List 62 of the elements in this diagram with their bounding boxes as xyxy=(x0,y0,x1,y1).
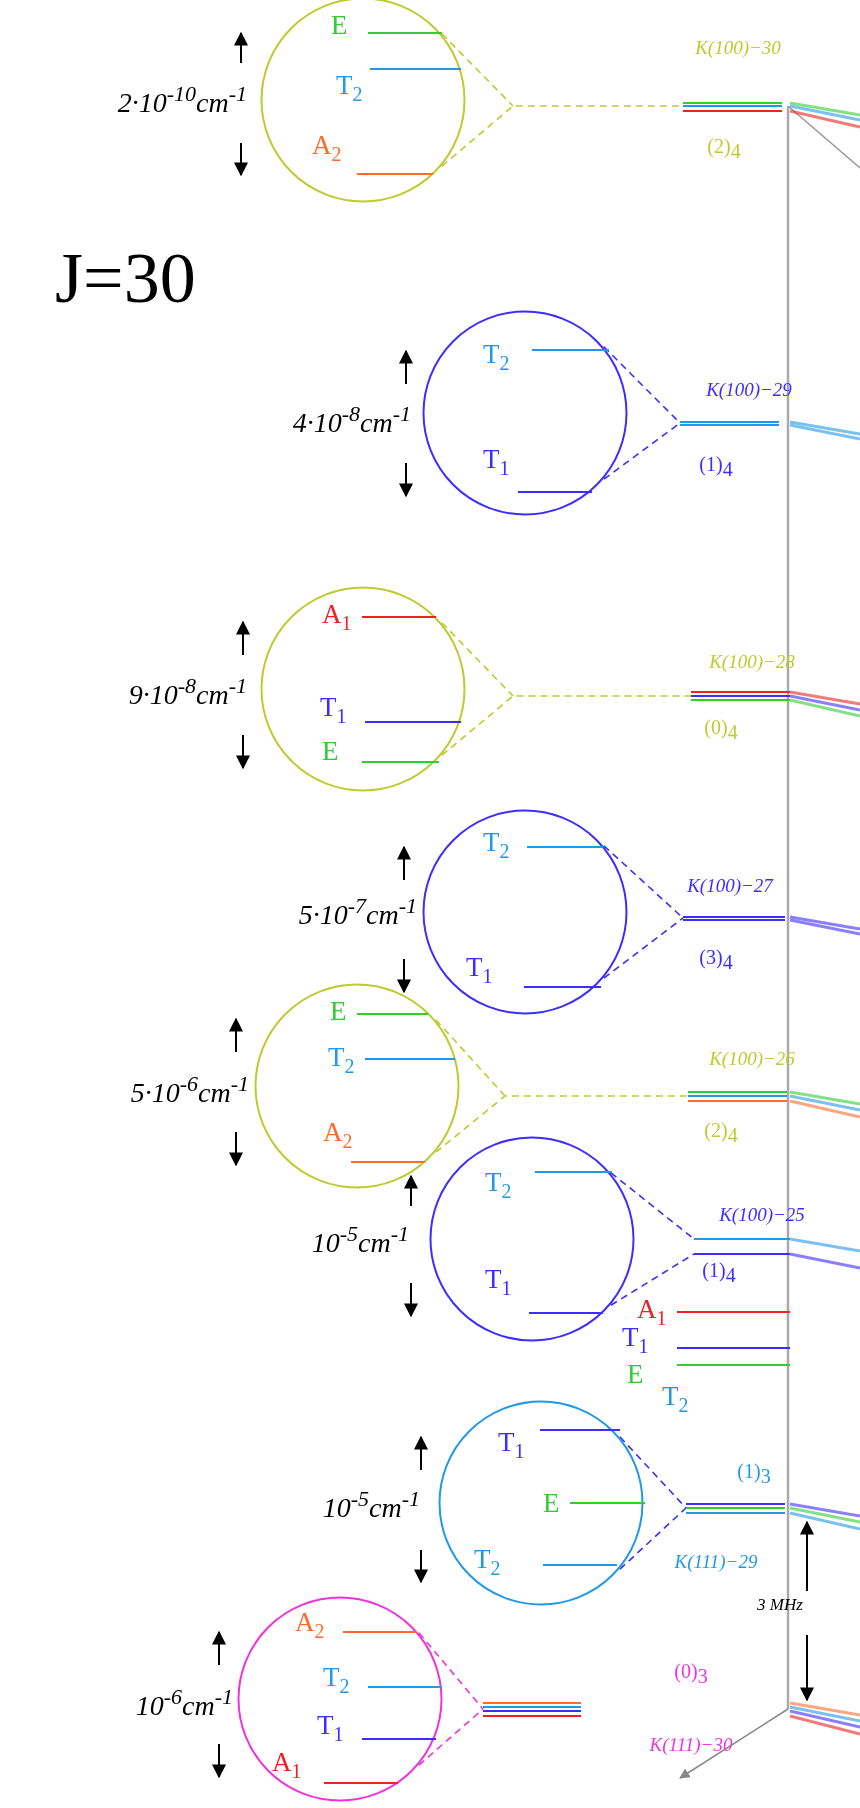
level-label: K(100)−26 xyxy=(709,1048,795,1068)
zoom-circle xyxy=(438,1400,644,1606)
dashed-connector xyxy=(603,845,684,979)
splitting-value: 3 MHz xyxy=(757,1595,803,1613)
symmetry-label: E xyxy=(322,737,339,765)
level-label: K(111)−30 xyxy=(649,1734,733,1754)
level-label: K(100)−30 xyxy=(695,37,781,57)
symmetry-label: A$_{2}$ xyxy=(295,1609,325,1641)
level-label: K(100)−29 xyxy=(706,379,792,399)
dashed-connector xyxy=(418,1632,484,1766)
symmetry-label: T$_{2}$ xyxy=(323,1664,350,1696)
symmetry-label: T$_{2}$ xyxy=(662,1383,689,1415)
symmetry-label: T$_{2}$ xyxy=(483,341,510,373)
level-label: K(100)−28 xyxy=(709,651,795,671)
symmetry-label: T$_{1}$ xyxy=(483,446,510,478)
level-stack xyxy=(688,1089,787,1104)
symmetry-label: T$_{2}$ xyxy=(485,1169,512,1201)
zoom-circle xyxy=(254,983,460,1189)
symmetry-label: T$_{2}$ xyxy=(483,829,510,861)
symmetry-label: T$_{1}$ xyxy=(317,1712,344,1744)
symmetry-label: T$_{2}$ xyxy=(474,1546,501,1578)
zoom-circle xyxy=(422,809,628,1015)
level-stack xyxy=(686,1501,785,1516)
symmetry-label: A$_{2}$ xyxy=(312,132,342,164)
level-stack xyxy=(483,1700,581,1719)
level-stack xyxy=(694,1236,790,1257)
zoom-circle xyxy=(260,586,466,792)
symmetry-label: T$_{1}$ xyxy=(485,1266,512,1298)
level-stack xyxy=(680,419,779,428)
symmetry-label: T$_{1}$ xyxy=(320,694,347,726)
splitting-value: 10$^{-5}$cm$^{-1}$ xyxy=(322,1488,420,1522)
splitting-value: 2·10$^{-10}$cm$^{-1}$ xyxy=(117,83,247,117)
symmetry-label: T$_{1}$ xyxy=(466,954,493,986)
splitting-value: 10$^{-6}$cm$^{-1}$ xyxy=(135,1686,233,1720)
level-stack xyxy=(683,100,782,114)
level-stack xyxy=(683,914,785,923)
dashed-connector xyxy=(610,1172,695,1306)
symmetry-label: T$_{1}$ xyxy=(498,1429,525,1461)
symmetry-label: E xyxy=(627,1360,644,1388)
symmetry-label: E xyxy=(331,11,348,39)
symmetry-label: E xyxy=(330,997,347,1025)
symmetry-label: E xyxy=(543,1489,560,1517)
zoom-circle xyxy=(237,1596,443,1802)
level-label: K(100)−27 xyxy=(687,875,773,895)
splitting-value: 9·10$^{-8}$cm$^{-1}$ xyxy=(128,675,247,709)
level-stack xyxy=(691,689,790,703)
splitting-value: 5·10$^{-6}$cm$^{-1}$ xyxy=(130,1073,249,1107)
quantum-number-label: J=30 xyxy=(55,242,196,314)
dashed-connector xyxy=(619,1436,687,1570)
level-label: K(100)−25 xyxy=(719,1204,805,1224)
symmetry-label: T$_{2}$ xyxy=(336,72,363,104)
symmetry-label: T$_{2}$ xyxy=(328,1044,355,1076)
splitting-value: 4·10$^{-8}$cm$^{-1}$ xyxy=(292,403,411,437)
symmetry-label: A$_{1}$ xyxy=(272,1749,302,1781)
zoom-circle xyxy=(422,310,628,516)
dashed-connector xyxy=(441,622,692,756)
splitting-value: 5·10$^{-7}$cm$^{-1}$ xyxy=(298,895,417,929)
splitting-value: 10$^{-5}$cm$^{-1}$ xyxy=(311,1223,409,1257)
symmetry-label: A$_{1}$ xyxy=(322,601,352,633)
dashed-connector xyxy=(435,1019,689,1153)
level-label: K(111)−29 xyxy=(674,1551,758,1571)
symmetry-label: A$_{2}$ xyxy=(323,1119,353,1151)
